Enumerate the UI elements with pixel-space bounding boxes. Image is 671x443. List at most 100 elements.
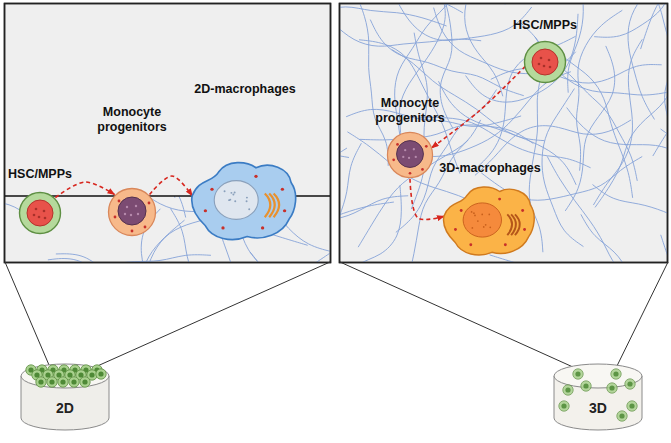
matrix-fiber bbox=[340, 178, 408, 218]
cell-label: 3D-macrophages bbox=[439, 161, 540, 176]
chromatin-dot bbox=[485, 224, 487, 226]
cell-label: Monocyte progenitors bbox=[87, 105, 177, 135]
granule bbox=[392, 158, 395, 161]
cell-illustration bbox=[550, 360, 646, 432]
culture-dish: 2D bbox=[17, 360, 113, 432]
matrix-fiber bbox=[641, 4, 667, 49]
cultured-cell-core bbox=[78, 372, 83, 377]
granule bbox=[521, 209, 524, 212]
matrix-fiber bbox=[395, 4, 460, 146]
chromatin-dot bbox=[35, 208, 38, 211]
cultured-cell-core bbox=[565, 387, 570, 392]
chromatin-dot bbox=[402, 156, 404, 158]
cell-node: 3D-macrophages bbox=[442, 182, 538, 258]
matrix-fiber bbox=[490, 255, 648, 262]
chromatin-dot bbox=[232, 194, 234, 196]
cell-nucleus bbox=[397, 141, 424, 168]
cell-illustration bbox=[442, 182, 538, 258]
chromatin-dot bbox=[471, 211, 473, 213]
cultured-cell bbox=[611, 369, 621, 379]
cell-node: Monocyte progenitors bbox=[386, 131, 434, 179]
matrix-fiber bbox=[593, 185, 667, 262]
chromatin-dot bbox=[404, 149, 406, 151]
cultured-cell-core bbox=[34, 372, 39, 377]
chromatin-dot bbox=[135, 205, 137, 207]
chromatin-dot bbox=[538, 63, 541, 66]
cell-membrane bbox=[109, 189, 156, 236]
chromatin-dot bbox=[130, 214, 132, 216]
cultured-cell-core bbox=[67, 372, 72, 377]
granule bbox=[523, 228, 526, 231]
cell-membrane bbox=[444, 187, 535, 255]
granule bbox=[118, 200, 121, 203]
chromatin-dot bbox=[126, 206, 128, 208]
cultured-cell-core bbox=[98, 371, 103, 376]
matrix-fiber bbox=[652, 4, 667, 156]
granule bbox=[261, 226, 264, 229]
chromatin-dot bbox=[474, 215, 476, 217]
matrix-fiber bbox=[48, 259, 155, 262]
chromatin-dot bbox=[473, 212, 475, 214]
matrix-fiber bbox=[340, 138, 347, 161]
chromatin-dot bbox=[234, 192, 236, 194]
cultured-cell-core bbox=[56, 372, 61, 377]
cultured-cell-core bbox=[49, 379, 54, 384]
dish-top bbox=[554, 364, 642, 388]
matrix-fiber bbox=[420, 117, 590, 167]
matrix-fiber bbox=[661, 235, 667, 262]
cell-nucleus bbox=[214, 181, 258, 220]
chromatin-dot bbox=[548, 59, 551, 62]
matrix-fiber bbox=[491, 65, 662, 84]
cultured-cell bbox=[573, 369, 583, 379]
matrix-fiber bbox=[340, 7, 481, 46]
cell-node: 2D-macrophages bbox=[190, 157, 300, 243]
cultured-cell bbox=[607, 383, 617, 393]
matrix-fiber bbox=[340, 202, 394, 262]
granule bbox=[421, 168, 424, 171]
matrix-fiber bbox=[478, 36, 576, 167]
chromatin-dot bbox=[137, 213, 139, 215]
cell-node: HSC/MPPs bbox=[523, 40, 567, 84]
golgi bbox=[515, 214, 520, 235]
chromatin-dot bbox=[483, 226, 485, 228]
cultured-cell-core bbox=[575, 371, 580, 376]
panel-3d bbox=[340, 4, 668, 263]
matrix-fiber bbox=[250, 252, 330, 262]
matrix-fiber bbox=[340, 50, 349, 158]
chromatin-dot bbox=[413, 148, 415, 150]
chromatin-dot bbox=[540, 57, 543, 60]
chromatin-dot bbox=[230, 192, 232, 194]
cell-label: HSC/MPPs bbox=[8, 167, 72, 182]
zoom-line bbox=[84, 262, 330, 372]
chromatin-dot bbox=[549, 66, 552, 69]
cell-label: Monocyte progenitors bbox=[365, 96, 455, 126]
chromatin-dot bbox=[246, 197, 248, 199]
matrix-fiber bbox=[390, 4, 531, 40]
cultured-cell bbox=[69, 377, 79, 387]
cultured-cell-core bbox=[609, 385, 614, 390]
cell-membrane bbox=[192, 163, 296, 240]
granule bbox=[460, 209, 463, 212]
cultured-cell bbox=[617, 411, 627, 421]
matrix-fiber bbox=[355, 4, 388, 166]
granule bbox=[498, 198, 501, 201]
matrix-fiber bbox=[520, 22, 667, 95]
golgi bbox=[269, 194, 275, 218]
cell-nucleus bbox=[118, 197, 146, 225]
cultured-cell-core bbox=[89, 372, 94, 377]
cell-nucleus bbox=[463, 203, 501, 237]
chromatin-dot bbox=[224, 190, 226, 192]
matrix-fiber bbox=[581, 214, 667, 262]
cell-illustration bbox=[107, 187, 157, 237]
granule bbox=[283, 209, 286, 212]
matrix-fiber bbox=[340, 143, 361, 262]
cultured-cell bbox=[625, 379, 635, 389]
matrix-fiber bbox=[542, 89, 583, 247]
differentiation-arrow bbox=[55, 182, 114, 198]
cultured-cell-core bbox=[561, 403, 566, 408]
cell-node: HSC/MPPs bbox=[18, 191, 62, 235]
granule bbox=[425, 145, 428, 148]
matrix-fiber bbox=[191, 196, 330, 252]
